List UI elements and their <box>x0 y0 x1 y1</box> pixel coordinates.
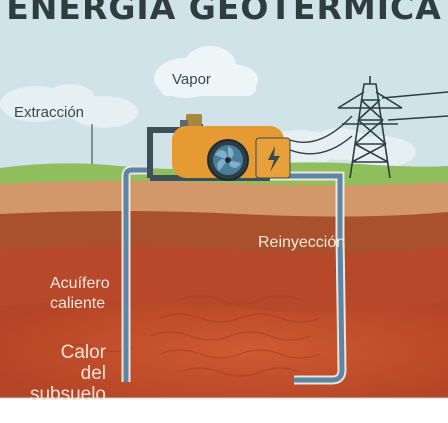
heat-waves <box>59 295 321 377</box>
calor-line: Calor <box>60 342 106 363</box>
turbine-fan-icon <box>207 139 249 181</box>
reinyeccion-label: Reinyección <box>258 234 346 251</box>
cloud <box>0 84 138 128</box>
extraccion-label: Extracción <box>14 104 85 121</box>
calor-line: del <box>80 363 106 384</box>
transmission-tower-icon <box>337 76 403 179</box>
reinjection-pipe <box>262 173 345 383</box>
extraction-pipe <box>123 167 150 382</box>
lightning-icon <box>268 146 280 172</box>
power-lines <box>289 91 448 155</box>
valve <box>186 114 202 126</box>
vapor-label: Vapor <box>172 71 211 88</box>
calor-line: subsuelo <box>29 384 106 405</box>
diagram-title: ENERGÍA GEOTÉRMICA <box>6 0 442 27</box>
bottom-band <box>0 398 448 423</box>
acuifero-label: Acuífero caliente <box>50 274 110 314</box>
acuifero-line: Acuífero <box>50 275 110 292</box>
calor-label: Calor del subsuelo <box>20 342 106 405</box>
cloud <box>154 46 258 98</box>
acuifero-line: caliente <box>50 295 106 312</box>
